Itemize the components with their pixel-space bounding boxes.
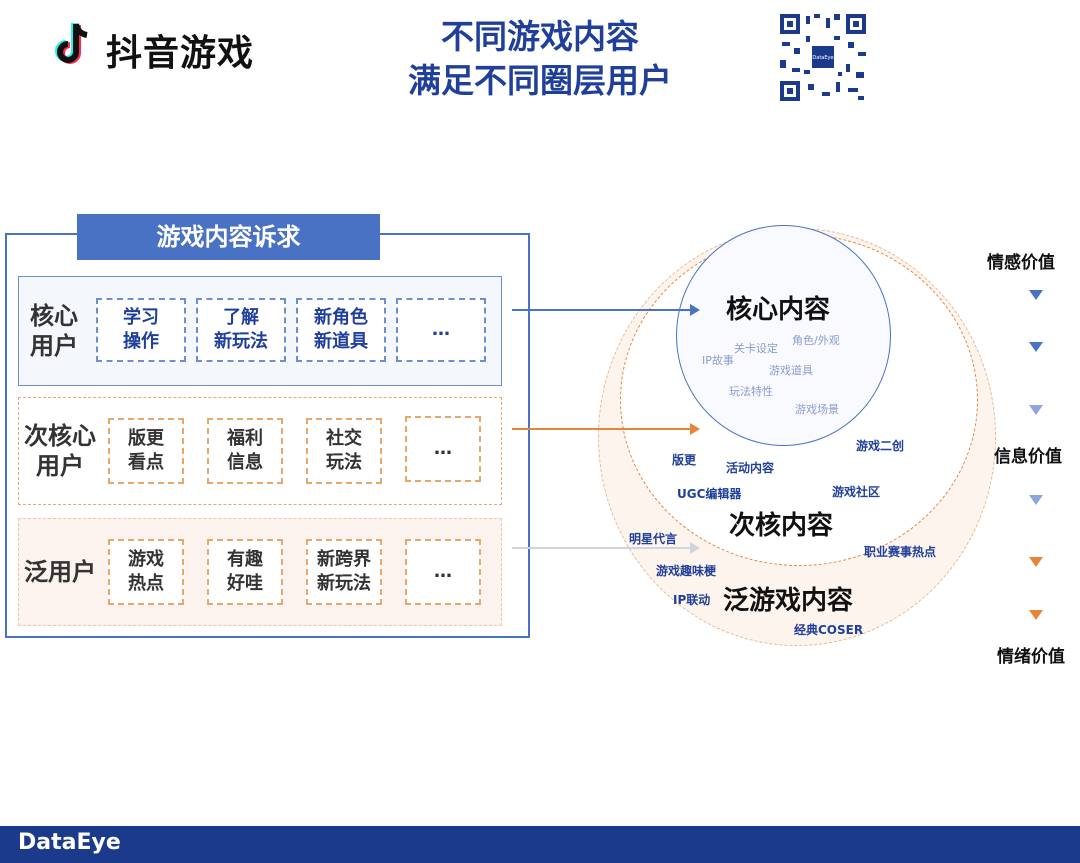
value-label-emotional: 情感价值: [987, 253, 1055, 273]
value-label-information: 信息价值: [994, 447, 1062, 467]
pan-tag: IP联动: [673, 593, 711, 607]
subcore-need-item: 社交 玩法: [306, 418, 382, 484]
core-content-title: 核心内容: [726, 295, 831, 325]
qr-code-icon: DataEye: [778, 12, 868, 103]
footer-brand: DataEye: [18, 830, 121, 855]
brand-name: 抖音游戏: [106, 33, 255, 74]
page-title-line1: 不同游戏内容: [441, 17, 639, 56]
subcore-tag: 版更: [672, 453, 697, 467]
subcore-tag: 游戏二创: [856, 439, 905, 453]
core-content-circle: [676, 225, 891, 446]
core-need-item: 了解 新玩法: [196, 298, 286, 362]
subcore-tag: 活动内容: [726, 461, 775, 475]
core-user-label: 核心 用户: [30, 302, 78, 360]
core-need-item: 新角色 新道具: [296, 298, 386, 362]
value-label-mood: 情绪价值: [997, 647, 1065, 667]
pan-tag: 职业赛事热点: [864, 545, 937, 559]
panel-title: 游戏内容诉求: [77, 214, 380, 260]
page-title-line2: 满足不同圈层用户: [408, 61, 672, 100]
footer-bar: DataEye: [0, 826, 1080, 863]
core-need-item: 学习 操作: [96, 298, 186, 362]
down-triangle-icon: [1029, 610, 1043, 620]
pan-tag: 明星代言: [629, 532, 678, 546]
subcore-need-item: 版更 看点: [108, 418, 184, 484]
core-tag: 角色/外观: [792, 334, 840, 347]
down-triangle-icon: [1029, 342, 1043, 352]
qr-label: DataEye: [812, 55, 833, 61]
core-tag: 游戏场景: [795, 403, 839, 416]
pan-content-title: 泛游戏内容: [723, 586, 854, 616]
pan-tag: 游戏趣味梗: [656, 564, 717, 578]
core-tag: 玩法特性: [729, 385, 773, 398]
pan-arrow: [512, 542, 700, 554]
pan-need-item: 有趣 好哇: [207, 539, 283, 605]
subcore-arrow: [512, 423, 700, 435]
subcore-need-item: 福利 信息: [207, 418, 283, 484]
core-arrow: [512, 304, 700, 316]
core-tag: 游戏道具: [769, 364, 813, 377]
pan-need-item: …: [405, 539, 481, 605]
subcore-tag: 游戏社区: [832, 485, 881, 499]
pan-need-item: 游戏 热点: [108, 539, 184, 605]
down-triangle-icon: [1029, 557, 1043, 567]
pan-user-label: 泛用户: [24, 558, 96, 586]
down-triangle-icon: [1029, 495, 1043, 505]
subcore-user-label: 次核心 用户: [24, 422, 96, 480]
pan-tag: 经典COSER: [794, 623, 864, 637]
subcore-need-item: …: [405, 416, 481, 482]
down-triangle-icon: [1029, 290, 1043, 300]
core-tag: IP故事: [702, 354, 734, 367]
douyin-logo-icon: [55, 23, 88, 64]
subcore-tag: UGC编辑器: [677, 487, 742, 501]
core-tag: 关卡设定: [734, 342, 778, 355]
down-triangle-icon: [1029, 405, 1043, 415]
subcore-content-title: 次核内容: [729, 511, 834, 541]
core-need-item: …: [396, 298, 486, 362]
pan-need-item: 新跨界 新玩法: [306, 539, 382, 605]
